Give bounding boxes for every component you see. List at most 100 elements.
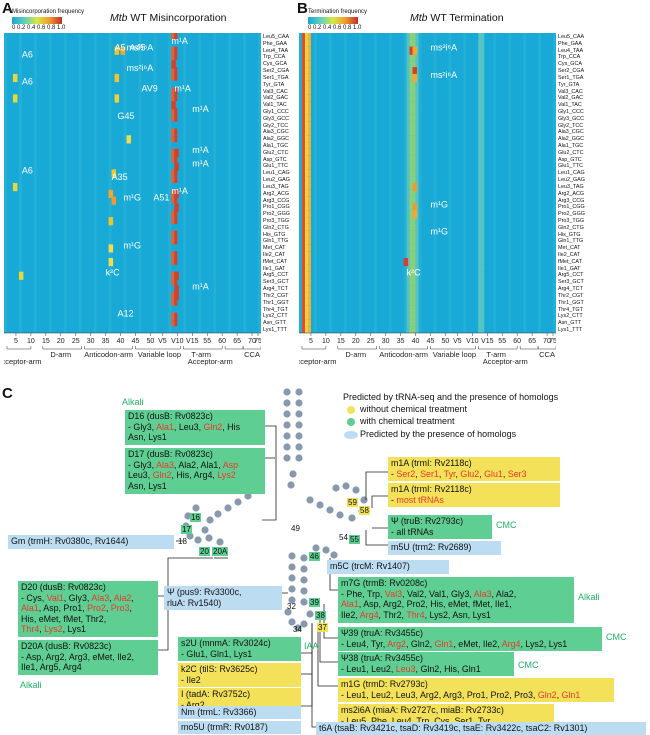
heatmap-cell	[304, 251, 308, 258]
heatmap-cell	[174, 114, 178, 122]
x-tick-label: 15	[42, 338, 50, 345]
heatmap-cell	[478, 121, 482, 129]
pos-34: 34	[293, 625, 302, 634]
row-label: Arg5_CCT	[263, 272, 289, 279]
heatmap-cell	[478, 162, 482, 170]
heatmap-cell	[301, 114, 305, 122]
heatmap-cell	[174, 148, 179, 158]
heatmap-cell	[406, 264, 410, 272]
heatmap-cell	[304, 278, 308, 286]
heatmap-cell	[304, 101, 308, 108]
nucleotide-dot	[300, 554, 308, 562]
heatmap-cell	[481, 73, 485, 81]
heatmap-cell	[406, 285, 410, 293]
heatmap-cell	[301, 278, 305, 286]
x-tick-label: 15	[337, 338, 345, 345]
x-tick-label: 60	[513, 338, 521, 345]
heatmap-cell	[301, 169, 305, 177]
heatmap-cell	[174, 128, 178, 136]
region-label: Acceptor-arm	[188, 357, 233, 366]
heatmap-cell	[304, 196, 308, 204]
region-label: Variable loop	[433, 350, 476, 359]
heatmap-cell	[412, 189, 416, 197]
heatmap-cell	[412, 155, 416, 163]
heatmap-cell	[174, 298, 178, 306]
x-tick-label: 40	[117, 338, 125, 345]
heatmap-cell	[174, 292, 179, 301]
heatmap-cell	[174, 135, 178, 143]
x-tick-label: 75	[254, 338, 261, 345]
row-label: Leu2_GAG	[263, 177, 290, 184]
heatmap-cell	[406, 237, 410, 245]
heatmap-cell	[478, 148, 482, 156]
heatmap-cell	[304, 264, 308, 272]
heatmap-cell	[478, 217, 482, 224]
nucleotide-dot	[283, 388, 291, 396]
row-label: Pro3_TGG	[558, 217, 585, 224]
nucleotide-dot	[224, 504, 232, 512]
row-label: Pro2_GGG	[263, 211, 290, 218]
heatmap-cell	[403, 258, 409, 267]
heatmap-cell	[406, 108, 410, 115]
heatmap-cell	[409, 230, 413, 238]
panel-b-legend-title: Termination frequency	[308, 9, 368, 15]
row-label: Glu1_TTC	[263, 163, 288, 170]
heatmap-cell	[304, 39, 308, 47]
heatmap-cell	[304, 223, 308, 231]
heatmap-cell	[412, 285, 416, 293]
legend-green-text: with chemical treatment	[360, 416, 455, 426]
heatmap-cell	[406, 46, 410, 54]
heatmap-cell	[307, 73, 311, 81]
heatmap-cell	[301, 176, 305, 183]
nucleotide-dot	[283, 421, 291, 429]
legend-blue-text: Predicted by the presence of homologs	[360, 429, 517, 439]
row-label: Thr4_TGT	[263, 306, 288, 313]
nucleotide-dot	[295, 443, 303, 451]
x-tick-label: 10	[27, 338, 35, 345]
heatmap-annotation: A6	[22, 49, 33, 59]
heatmap-cell	[174, 53, 178, 61]
heatmap-cell	[481, 305, 485, 313]
heatmap-column	[448, 33, 452, 333]
region-label: CCA	[539, 350, 555, 359]
heatmap-column	[258, 33, 261, 333]
heatmap-column	[213, 33, 217, 333]
heatmap-annotation: ms²i⁶A	[430, 43, 457, 53]
pos-39: 39	[309, 598, 320, 607]
nucleotide-dot	[216, 538, 224, 546]
heatmap-cell	[304, 155, 308, 163]
heatmap-cell	[415, 135, 419, 143]
nucleotide-dot	[300, 620, 308, 628]
region-label: D-arm	[50, 350, 71, 359]
x-tick-label: V10	[171, 338, 184, 345]
heatmap-cell	[412, 46, 418, 55]
row-label: Ser3_GCT	[558, 279, 584, 286]
nucleotide-dot	[295, 421, 303, 429]
region-label: Acceptor-arm	[483, 357, 528, 366]
heatmap-cell	[415, 244, 419, 252]
row-label: Leu4_TAA	[558, 47, 584, 54]
heatmap-cell	[415, 237, 419, 245]
heatmap-cell	[481, 183, 485, 190]
heatmap-cell	[304, 326, 308, 333]
region-label: Acceptor-arm	[299, 357, 336, 366]
nucleotide-dot	[205, 534, 213, 542]
heatmap-cell	[478, 251, 482, 258]
panel-a-colorbar-ticks: 0 0.2 0.4 0.6 0.8 1.0	[12, 25, 66, 31]
heatmap-cell	[301, 237, 305, 245]
heatmap-cell	[406, 94, 410, 102]
row-label: His_GTG	[558, 231, 581, 238]
heatmap-column	[493, 33, 497, 333]
row-label: Ser1_TGA	[263, 74, 289, 81]
heatmap-cell	[120, 46, 126, 55]
x-tick-label: V15	[481, 338, 494, 345]
x-tick-label: 65	[528, 338, 536, 345]
heatmap-cell	[481, 60, 485, 68]
heatmap-cell	[409, 33, 413, 40]
label-cmc-2: CMC	[606, 632, 627, 642]
heatmap-cell	[304, 46, 308, 54]
heatmap-cell	[12, 94, 18, 103]
nucleotide-dot	[352, 486, 360, 494]
x-tick-label: 30	[87, 338, 95, 345]
row-label: Asn_GTT	[263, 320, 287, 327]
